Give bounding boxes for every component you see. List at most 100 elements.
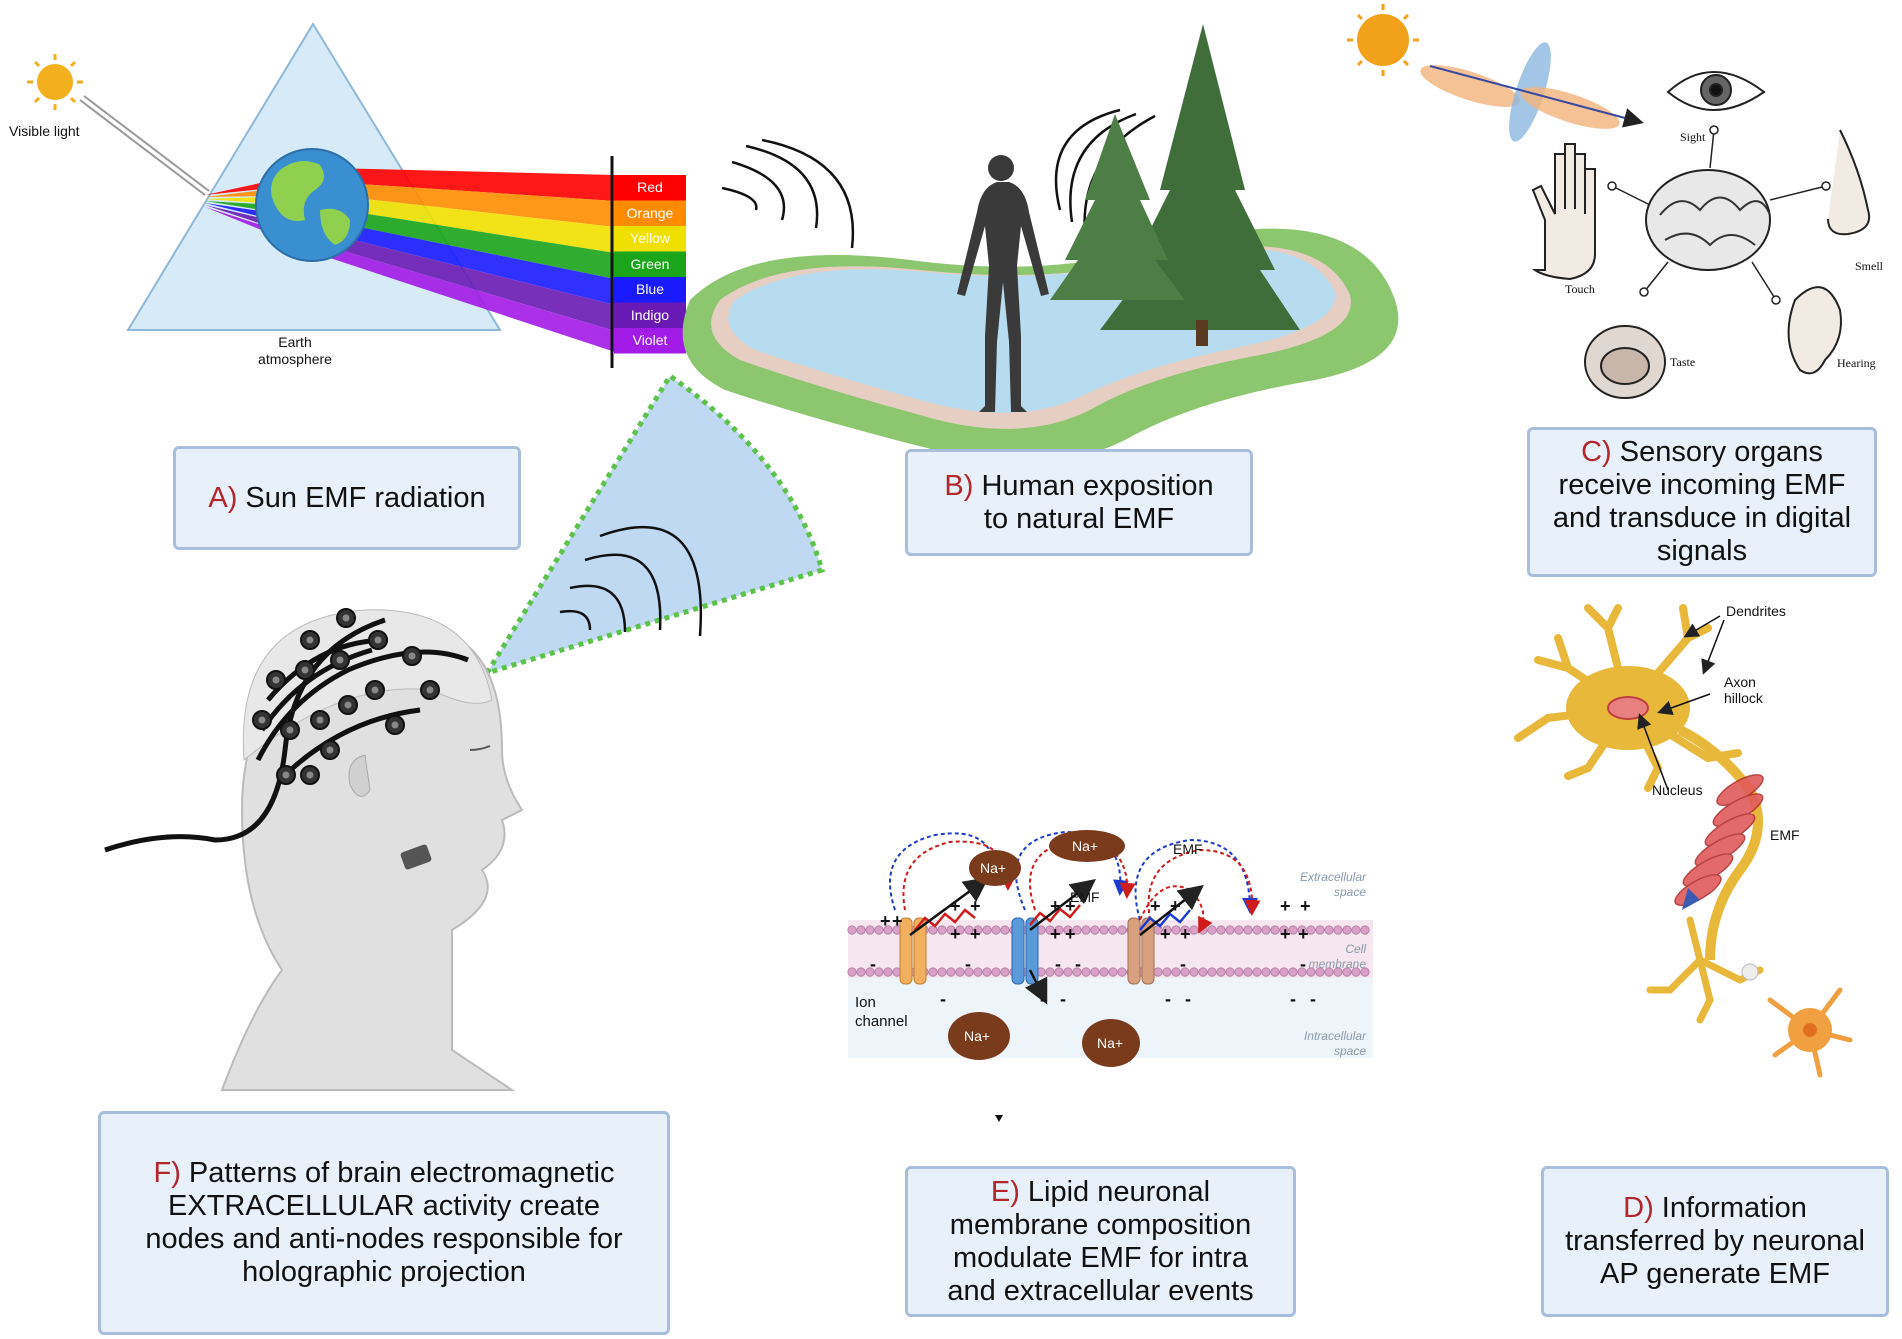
- box-c-text: Sensory organs receive incoming EMF and …: [1552, 436, 1852, 567]
- caption-box-a: A) Sun EMF radiation: [173, 446, 521, 550]
- sight-label: Sight: [1680, 130, 1706, 144]
- plus-charge: +: [950, 896, 961, 916]
- intracellular-label: Intracellular space: [1303, 1029, 1366, 1058]
- minus-charge: -: [965, 954, 971, 974]
- eeg-cap-icon: [104, 608, 493, 870]
- minus-charge: -: [1290, 989, 1296, 1009]
- spectrum-band-violet: [614, 328, 686, 354]
- plus-charge: +: [1180, 924, 1191, 944]
- ion-channel-label: Ion channel: [855, 994, 908, 1030]
- membrane-diagram: [847, 830, 1373, 1122]
- touch-label: Touch: [1565, 282, 1595, 296]
- mouth-icon: [1584, 325, 1666, 399]
- caption-box-d: D) Information transferred by neuronal A…: [1541, 1166, 1889, 1317]
- cell-membrane-label: Cell membrane: [1308, 942, 1366, 971]
- plus-charge: +: [1050, 924, 1061, 944]
- dendrites-label: Dendrites: [1726, 603, 1786, 619]
- plus-charge: +: [1150, 896, 1161, 916]
- spectrum-label-yellow: Yellow: [630, 230, 670, 246]
- smell-label: Smell: [1855, 259, 1884, 273]
- caption-box-f: F) Patterns of brain electromagnetic EXT…: [98, 1111, 670, 1335]
- axon-hillock-label: Axon hillock: [1724, 674, 1763, 706]
- small-triangle-marker: [995, 1115, 1003, 1122]
- sense-connectors: [1607, 125, 1831, 305]
- plus-charge: +: [950, 924, 961, 944]
- light-ray-icon: [79, 95, 210, 196]
- na-ion-4: [1082, 1019, 1140, 1067]
- minus-charge: -: [1040, 989, 1046, 1009]
- spectrum-label-violet: Violet: [632, 332, 668, 348]
- sun-icon-c: [1347, 4, 1419, 76]
- ion-channels: [899, 917, 1155, 985]
- spectrum-band-red: [614, 175, 686, 201]
- pine-tree-icon: [1050, 24, 1300, 346]
- visible-light-label: Visible light: [9, 123, 80, 139]
- helix-arrows: [909, 877, 1204, 1005]
- plus-charge: +: [1065, 924, 1076, 944]
- spectrum-band-orange: [614, 200, 686, 226]
- em-wave-icon: [1420, 42, 1644, 142]
- spectrum-label-red: Red: [637, 179, 663, 195]
- plus-charge: +: [892, 911, 903, 931]
- caption-box-b: B) Human exposition to natural EMF: [905, 449, 1253, 556]
- ear-icon: [1787, 286, 1842, 375]
- earth-atmosphere-label: Earth atmosphere: [258, 334, 332, 367]
- na-ion-3: [948, 1012, 1010, 1060]
- earth-globe-icon: [255, 148, 369, 262]
- plus-charge: +: [1160, 924, 1171, 944]
- plus-charge: +: [1170, 896, 1181, 916]
- minus-charge: -: [1300, 954, 1306, 974]
- brain-icon: [1645, 169, 1771, 271]
- box-e-letter: E): [990, 1175, 1020, 1208]
- box-b-text: Human exposition to natural EMF: [981, 469, 1214, 535]
- minus-charge: -: [1055, 954, 1061, 974]
- taste-label: Taste: [1670, 355, 1696, 369]
- eye-icon: [1666, 71, 1766, 111]
- minus-charge: -: [940, 989, 946, 1009]
- box-a-text: Sun EMF radiation: [237, 481, 486, 514]
- na-label-1: Na+: [980, 860, 1007, 876]
- spectrum-label-green: Green: [630, 255, 670, 272]
- plus-charge: +: [1280, 924, 1291, 944]
- plus-charge: +: [1280, 896, 1291, 916]
- plus-charge: +: [1065, 896, 1076, 916]
- neuron-emf-label: EMF: [1770, 827, 1800, 843]
- box-c-letter: C): [1581, 436, 1612, 468]
- spectrum-band-yellow: [614, 226, 686, 252]
- spectrum-label-orange: Orange: [626, 204, 674, 221]
- na-ion-2: [1049, 830, 1125, 862]
- spectrum-label-indigo: Indigo: [630, 306, 670, 323]
- neuron-icon: [1514, 604, 1853, 1078]
- sun-icon: [27, 54, 83, 110]
- membrane-emf-label-1: EMF: [1173, 841, 1203, 857]
- nose-icon: [1827, 129, 1870, 236]
- minus-charge: -: [1060, 989, 1066, 1009]
- minus-charge: -: [1180, 954, 1186, 974]
- na-label-4: Na+: [1097, 1035, 1124, 1051]
- minus-charge: -: [1165, 989, 1171, 1009]
- box-e-text: Lipid neuronal membrane composition modu…: [947, 1175, 1254, 1307]
- membrane-emf-label-2: EMF: [1070, 889, 1100, 905]
- box-f-text: Patterns of brain electromagnetic EXTRAC…: [145, 1157, 623, 1288]
- human-silhouette-icon: [957, 155, 1049, 412]
- spectrum-band-indigo: [614, 302, 686, 328]
- neuron-label-arrows: [1637, 615, 1725, 791]
- minus-charge: -: [1185, 989, 1191, 1009]
- minus-charge: -: [870, 954, 876, 974]
- plus-charge: +: [970, 924, 981, 944]
- plus-charge: +: [1050, 896, 1061, 916]
- box-f-letter: F): [153, 1157, 181, 1189]
- caption-box-e: E) Lipid neuronal membrane composition m…: [905, 1166, 1296, 1317]
- minus-charge: -: [1310, 989, 1316, 1009]
- plus-charge: +: [1298, 924, 1309, 944]
- spectrum-bars: [614, 175, 686, 354]
- na-label-2: Na+: [1072, 838, 1099, 854]
- na-ion-1: [969, 850, 1021, 886]
- nucleus-label: Nucleus: [1652, 782, 1703, 798]
- box-d-letter: D): [1623, 1192, 1654, 1224]
- hearing-label: Hearing: [1837, 356, 1876, 370]
- wave-arcs-icon: [721, 108, 1156, 249]
- plus-charge: +: [970, 896, 981, 916]
